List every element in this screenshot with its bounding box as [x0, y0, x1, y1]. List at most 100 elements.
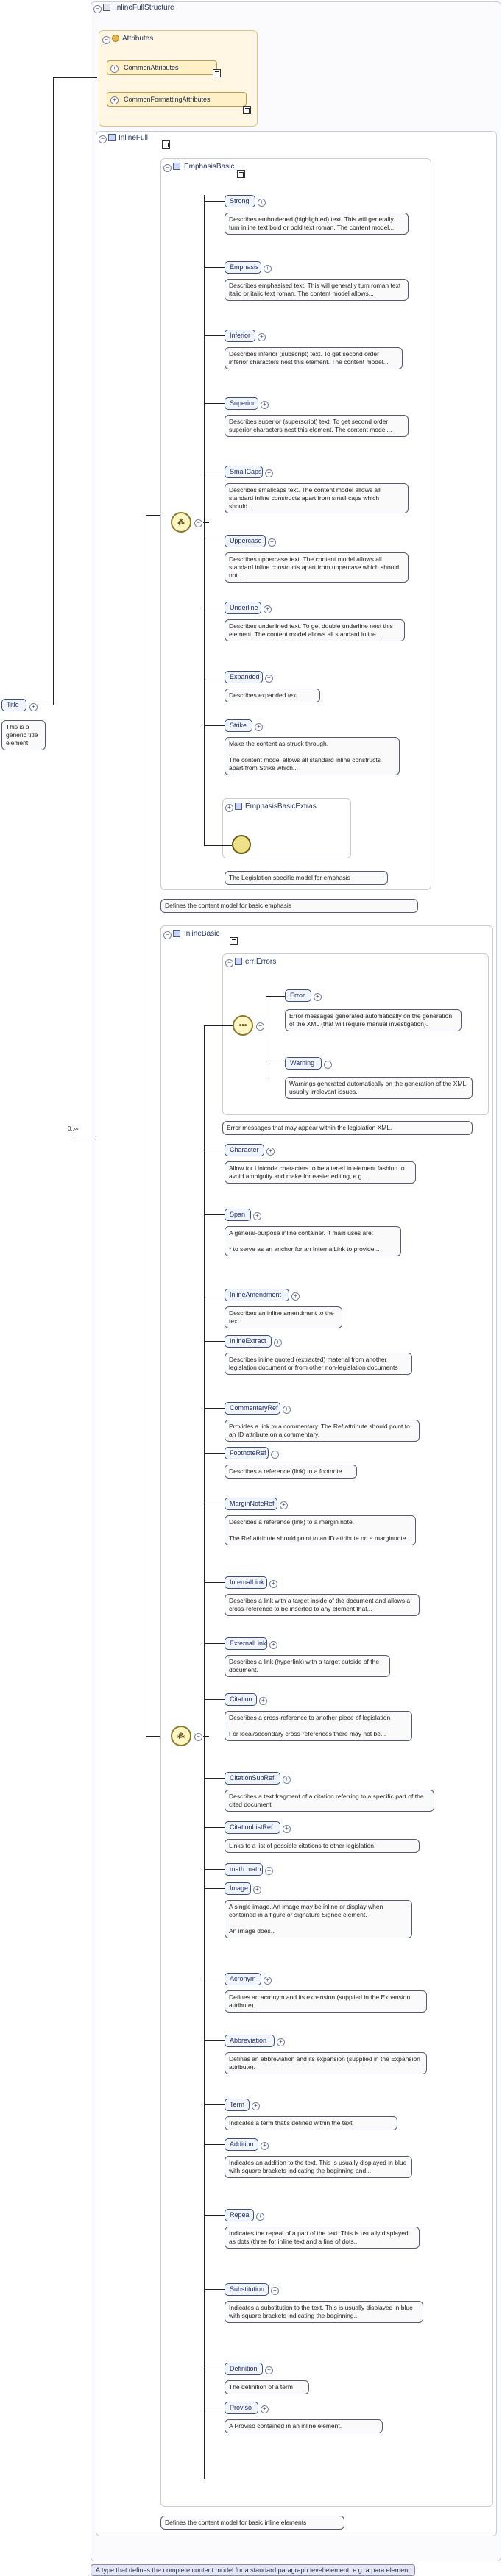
element-expander[interactable]: + [271, 1450, 279, 1459]
attribute-expander[interactable]: + [110, 96, 119, 104]
element-box[interactable]: math:math [225, 1863, 263, 1876]
element-box[interactable]: Repeal [225, 2209, 254, 2221]
element-box[interactable]: CitationSubRef [225, 1772, 280, 1785]
element-expander[interactable]: + [269, 1579, 277, 1588]
external-link-icon[interactable] [162, 140, 170, 149]
external-link-icon[interactable] [237, 170, 245, 178]
element-box[interactable]: SmallCaps [225, 466, 263, 478]
root-group-expander[interactable]: − [93, 4, 102, 13]
element-expander[interactable]: + [256, 2212, 264, 2221]
title-element[interactable]: Title [1, 699, 26, 711]
element-box[interactable]: Emphasis [225, 261, 261, 274]
element-expander[interactable]: + [255, 722, 263, 731]
errors-expander[interactable]: − [225, 958, 233, 967]
element-expander[interactable]: + [291, 1292, 300, 1301]
element-expander[interactable]: + [264, 1976, 272, 1985]
element-box[interactable]: InternalLink [225, 1576, 267, 1589]
element-box[interactable]: Inferior [225, 330, 255, 342]
element-description: Describes a cross-reference to another p… [225, 1711, 412, 1741]
element-box[interactable]: Expanded [225, 671, 263, 683]
element-expander[interactable]: + [283, 1405, 291, 1414]
connector [204, 725, 225, 726]
element-box[interactable]: CitationListRef [225, 1821, 280, 1834]
element-expander[interactable]: + [264, 605, 272, 613]
errors-sequence[interactable]: ••• [233, 1015, 253, 1036]
sequence-expander[interactable]: − [256, 1022, 264, 1031]
element-box[interactable]: CommentaryRef [225, 1402, 280, 1415]
element-expander[interactable]: + [265, 1866, 273, 1875]
element-expander[interactable]: + [265, 674, 273, 683]
element-expander[interactable]: + [314, 992, 322, 1001]
emphasis-extras-expander[interactable]: + [225, 803, 233, 812]
element-box[interactable]: Superior [225, 397, 258, 410]
element-box[interactable]: Acronym [225, 1973, 261, 1985]
attribute-group-common[interactable]: CommonAttributes [107, 60, 217, 75]
attributes-expander[interactable]: − [102, 35, 110, 44]
element-expander[interactable]: + [261, 400, 269, 409]
connector [204, 2215, 225, 2216]
element-description: A general-purpose inline container. It m… [225, 1226, 401, 1256]
errors-title: err:Errors [245, 958, 277, 966]
element-expander[interactable]: + [280, 1501, 288, 1509]
attribute-expander[interactable]: + [110, 64, 119, 73]
choice-expander[interactable]: − [194, 519, 202, 527]
element-expander[interactable]: + [283, 1775, 291, 1784]
element-expander[interactable]: + [252, 2102, 260, 2110]
element-expander[interactable]: + [261, 2141, 269, 2150]
emphasis-extras-description: The Legislation specific model for empha… [225, 871, 388, 885]
emphasis-basic-expander[interactable]: − [163, 163, 172, 172]
element-box[interactable]: Span [225, 1209, 251, 1221]
element-expander[interactable]: + [274, 1338, 282, 1347]
element-box[interactable]: Uppercase [225, 535, 266, 547]
choice-expander[interactable]: − [194, 1732, 202, 1741]
element-expander[interactable]: + [324, 1060, 332, 1069]
inline-basic-expander[interactable]: − [163, 931, 172, 939]
choice-compositor[interactable]: ⁂ [171, 512, 191, 533]
element-expander[interactable]: + [268, 538, 276, 547]
element-label: Warning [290, 1059, 315, 1067]
element-box[interactable]: Underline [225, 602, 261, 614]
element-expander[interactable]: + [253, 1885, 261, 1894]
element-box[interactable]: Proviso [225, 2402, 258, 2414]
error-element[interactable]: Error [285, 989, 311, 1002]
warning-element[interactable]: Warning [285, 1057, 322, 1070]
element-expander[interactable]: + [253, 1211, 261, 1220]
element-box[interactable]: Strong [225, 195, 255, 207]
element-expander[interactable]: + [265, 469, 273, 477]
any-element-icon[interactable] [232, 835, 251, 854]
element-expander[interactable]: + [277, 2038, 285, 2046]
external-link-icon[interactable] [243, 106, 251, 114]
element-box[interactable]: Definition [225, 2363, 263, 2375]
element-box[interactable]: Citation [225, 1693, 257, 1706]
title-expander[interactable]: + [29, 702, 38, 711]
element-box[interactable]: FootnoteRef [225, 1447, 269, 1459]
element-box[interactable]: MarginNoteRef [225, 1498, 277, 1510]
element-box[interactable]: InlineExtract [225, 1335, 272, 1348]
element-description: Indicates the repeal of a part of the te… [225, 2227, 420, 2249]
element-expander[interactable]: + [259, 1696, 267, 1705]
element-box[interactable]: InlineAmendment [225, 1289, 289, 1301]
element-box[interactable]: Abbreviation [225, 2035, 275, 2047]
element-box[interactable]: Character [225, 1144, 264, 1156]
element-box[interactable]: Image [225, 1882, 251, 1895]
inline-full-expander[interactable]: − [99, 135, 107, 143]
choice-compositor[interactable]: ⁂ [171, 1726, 191, 1746]
attribute-group-formatting[interactable]: CommonFormattingAttributes [107, 92, 247, 107]
element-expander[interactable]: + [264, 264, 272, 273]
external-link-icon[interactable] [230, 937, 238, 945]
element-expander[interactable]: + [265, 2366, 273, 2374]
inline-full-title: InlineFull [119, 134, 149, 142]
element-expander[interactable]: + [271, 2286, 279, 2295]
external-link-icon[interactable] [213, 69, 221, 77]
element-expander[interactable]: + [283, 1824, 291, 1833]
element-box[interactable]: Term [225, 2099, 250, 2111]
element-expander[interactable]: + [258, 198, 266, 207]
element-box[interactable]: Strike [225, 719, 252, 732]
element-box[interactable]: Substitution [225, 2283, 269, 2296]
element-expander[interactable]: + [261, 2405, 269, 2413]
element-box[interactable]: ExternalLink [225, 1637, 267, 1650]
element-expander[interactable]: + [269, 1640, 277, 1649]
element-box[interactable]: Addition [225, 2138, 258, 2151]
element-expander[interactable]: + [266, 1147, 275, 1156]
element-expander[interactable]: + [258, 332, 266, 341]
